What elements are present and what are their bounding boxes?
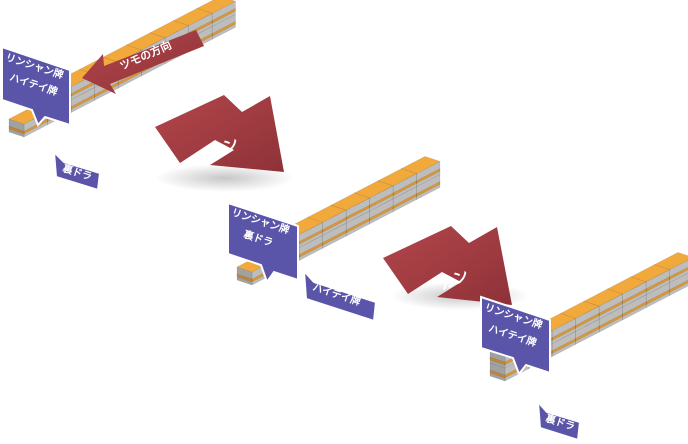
tile-top	[653, 252, 688, 270]
tile-left-band	[489, 356, 506, 366]
arrow-shadow	[155, 164, 295, 192]
tile-top	[172, 8, 213, 26]
tile-top	[606, 276, 647, 295]
kan-arrow-1: カン	[155, 95, 284, 172]
tile-left-band	[8, 125, 25, 135]
tile-left-band	[489, 369, 506, 379]
stage2-bottom-tag: ハイテイ牌	[302, 268, 378, 323]
tile-top	[559, 300, 600, 319]
tile-top	[583, 288, 624, 307]
stage1-bottom-tag: 裏ドラ	[52, 149, 102, 192]
tile-left-band	[236, 273, 253, 283]
tile-top	[630, 264, 671, 283]
stage3-top-tag: リンシャン牌 ハイテイ牌	[480, 295, 551, 377]
stage3-bottom-tag: 裏ドラ	[536, 399, 582, 442]
stage1-top-tag: リンシャン牌 ハイテイ牌	[1, 45, 71, 127]
kan-arrow-2: カン	[383, 226, 512, 305]
